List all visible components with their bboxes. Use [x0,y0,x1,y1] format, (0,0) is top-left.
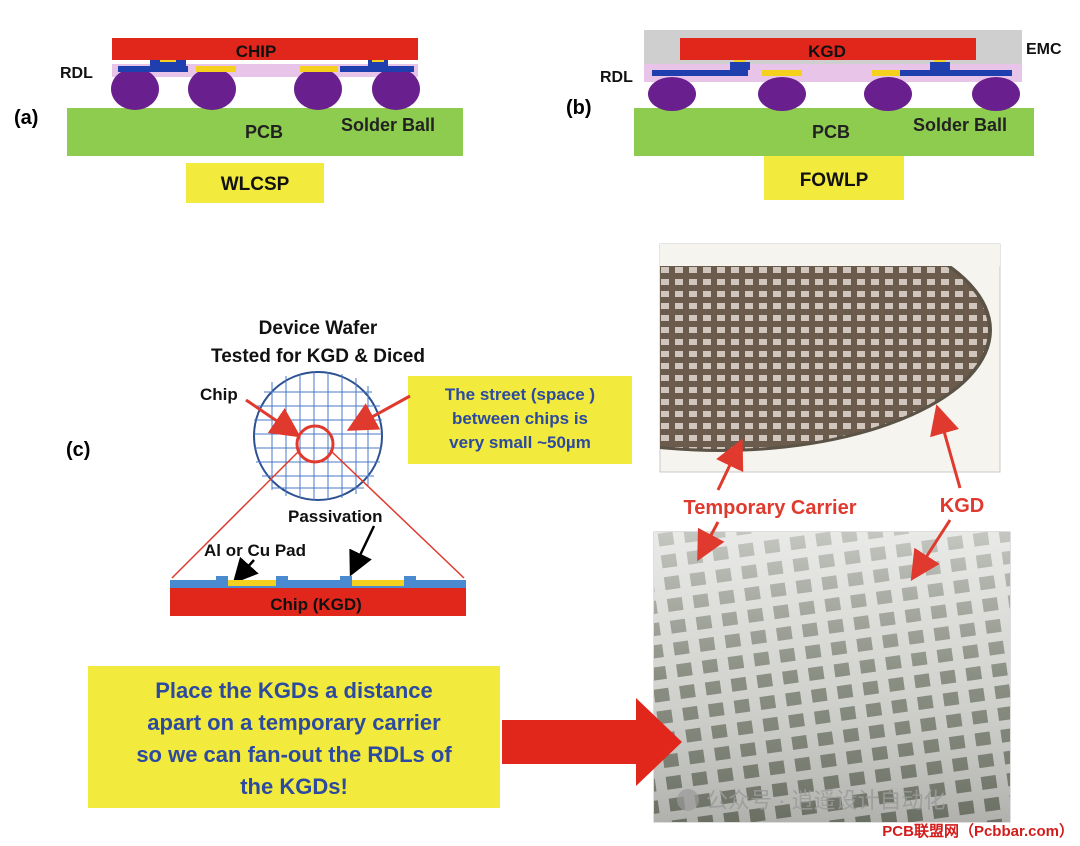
place-note-box [88,666,500,808]
solder-balls-b [648,77,1020,111]
pcb-board-b [634,108,1034,156]
carrier-photo-bottom [653,531,1011,823]
pad-arrow [232,556,259,584]
solder-ball [648,77,696,111]
kgd-arrow-up [930,404,962,489]
pcb-label-b: PCB [812,122,850,142]
chip-kgd-label: Chip (KGD) [270,595,362,614]
solder-ball [864,77,912,111]
solder-ball [758,77,806,111]
solder-ball [972,77,1020,111]
chip-highlight-circle [295,424,335,464]
chip-cross-section [170,576,466,616]
zoom-line-left [171,449,301,579]
passivation-label: Passivation [288,507,383,526]
wechat-icon [677,789,699,811]
zoom-line-right [329,449,465,579]
place-note-line4: the KGDs! [240,774,348,799]
passivation-layer [170,576,466,588]
wafer-photo-top [659,243,1001,473]
panel-b-fowlp: (b) PCB Solder Ball KGD EMC RDL FOWLP [566,30,1062,200]
solder-ball [188,68,236,110]
panel-b-label: (b) [566,97,592,119]
wafer-title-line2: Tested for KGD & Diced [211,346,425,367]
source-credit: PCB联盟网（Pcbbar.com） [882,822,1074,840]
panel-a-label: (a) [14,107,38,129]
street-note-line2: between chips is [452,409,588,428]
temporary-carrier-label: Temporary Carrier [683,497,856,519]
solder-ball [294,68,342,110]
wlcsp-label: WLCSP [221,174,290,195]
wlcsp-tag [186,163,324,203]
street-note-line1: The street (space ) [445,385,595,404]
wafer-title-line1: Device Wafer [259,318,378,339]
place-note-line1: Place the KGDs a distance [155,678,433,703]
panel-a-wlcsp: (a) PCB Solder Ball CHIP RDL WLCSP [14,38,463,203]
solder-ball [111,68,159,110]
rdl-label-b: RDL [600,69,633,86]
chip-a [112,38,418,60]
pcb-label-a: PCB [245,122,283,142]
pad-label: Al or Cu Pad [204,541,306,560]
pad [228,580,276,586]
rdl-label-a: RDL [60,65,93,82]
panel-c-process: (c) Device Wafer Tested for KGD & Diced [66,243,1011,823]
pcb-board-a [67,108,463,156]
carrier-arrow-down [697,521,725,562]
street-note-line3: very small ~50µm [449,433,591,452]
kgd-arrow-down [910,519,952,582]
solder-ball-label-a: Solder Ball [341,115,435,135]
fowlp-tag [764,156,904,200]
emc-label: EMC [1026,41,1062,58]
carrier-arrow-up [716,438,744,491]
passivation-arrow [349,525,376,577]
pad [352,580,404,586]
watermark-text: 公众号 · 逍遥设计自动化 [706,788,946,813]
solder-balls-a [111,68,420,110]
kgd-chip-b [680,38,976,60]
chip-label-a: CHIP [236,42,277,61]
solder-ball [372,68,420,110]
street-note-box [408,376,632,464]
kgd-label-b: KGD [808,42,846,61]
chip-arrow [245,398,301,438]
chip-kgd-body [170,586,466,616]
fowlp-label: FOWLP [800,170,869,191]
panel-c-label: (c) [66,439,90,461]
kgd-label-c: KGD [940,495,984,517]
place-note-line3: so we can fan-out the RDLs of [136,742,452,767]
solder-ball-label-b: Solder Ball [913,115,1007,135]
chip-label-c: Chip [200,385,238,404]
street-arrow [346,394,411,431]
big-right-arrow [502,698,682,786]
place-note-line2: apart on a temporary carrier [147,710,441,735]
watermark: 公众号 · 逍遥设计自动化 PCB联盟网（Pcbbar.com） [677,788,1074,840]
